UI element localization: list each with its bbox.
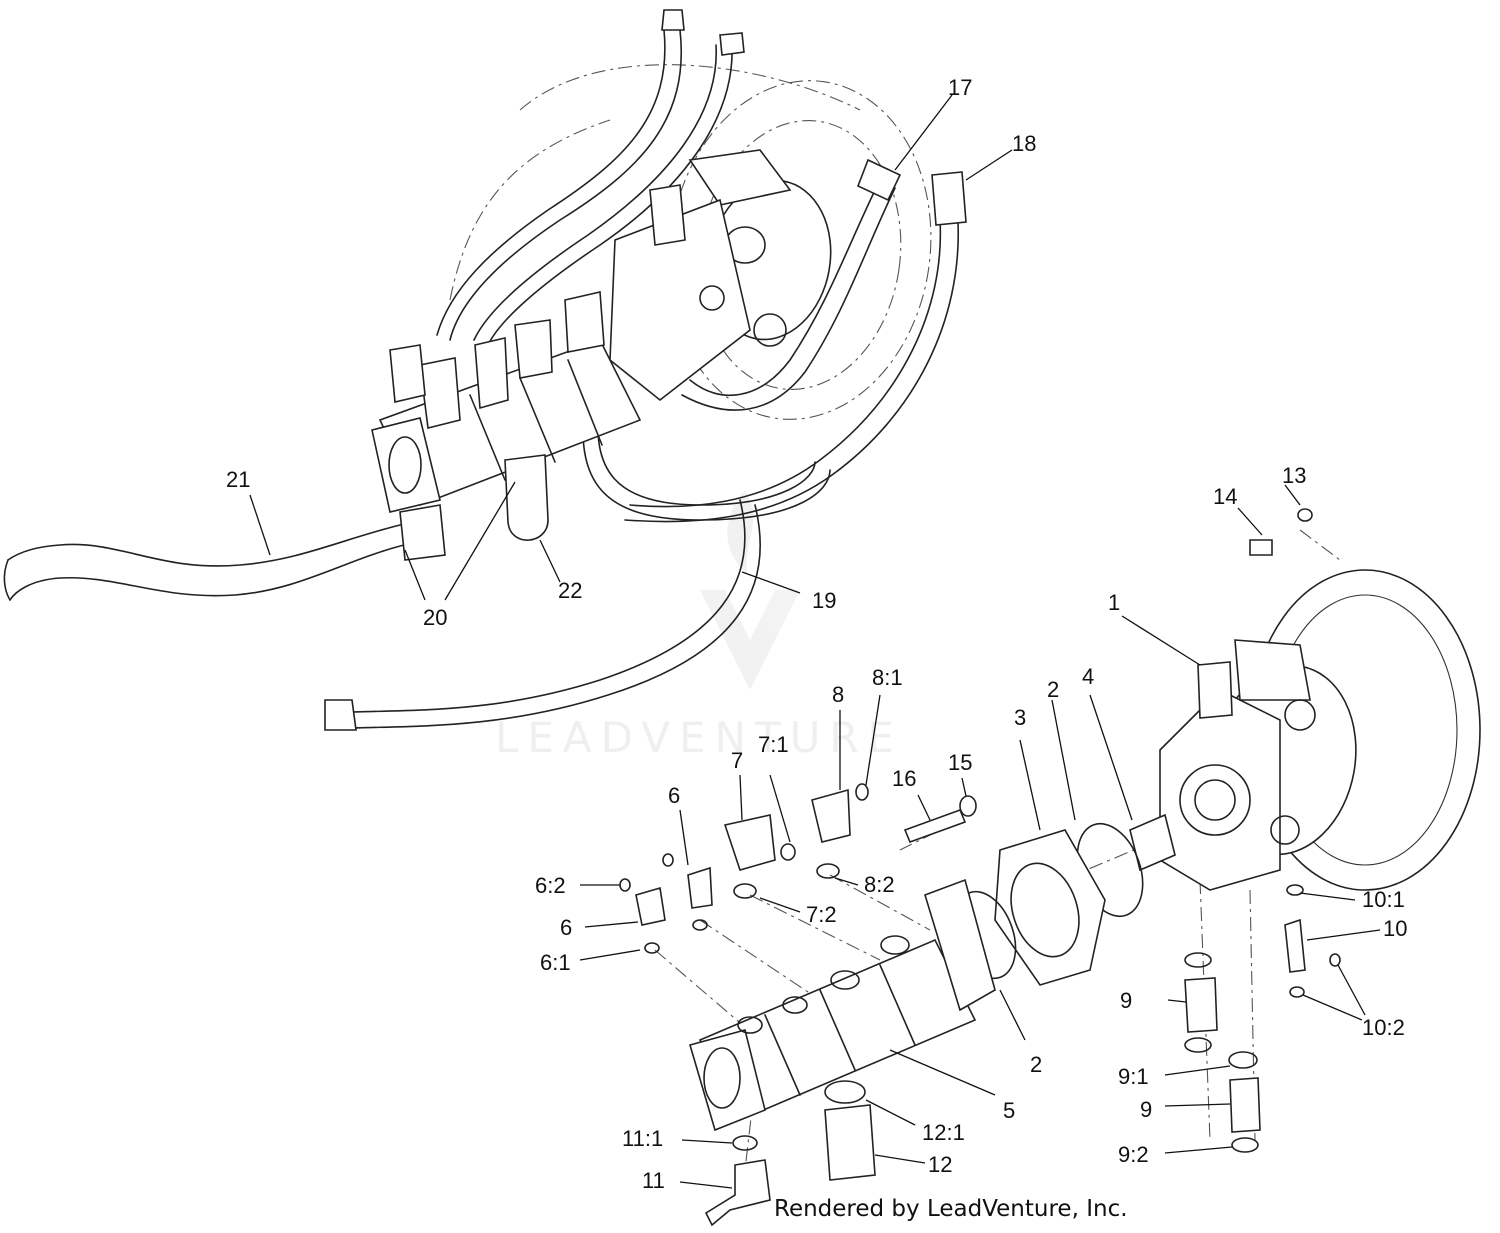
callout-1: 1 bbox=[1108, 590, 1120, 615]
callout-6-1: 6:1 bbox=[540, 950, 571, 975]
callout-10: 10 bbox=[1383, 916, 1407, 941]
callout-9-upper: 9 bbox=[1120, 988, 1132, 1013]
callout-9-2: 9:2 bbox=[1118, 1142, 1149, 1167]
callout-8-1: 8:1 bbox=[872, 665, 903, 690]
callout-9-1: 9:1 bbox=[1118, 1064, 1149, 1089]
callout-7-2: 7:2 bbox=[806, 902, 837, 927]
callout-6-2: 6:2 bbox=[535, 873, 566, 898]
callout-10-1: 10:1 bbox=[1362, 887, 1405, 912]
callout-8: 8 bbox=[832, 682, 844, 707]
callout-10-2: 10:2 bbox=[1362, 1015, 1405, 1040]
callout-14: 14 bbox=[1213, 484, 1237, 509]
lower-exploded-assembly bbox=[619, 508, 1481, 1227]
callout-13: 13 bbox=[1282, 463, 1306, 488]
callout-3: 3 bbox=[1014, 705, 1026, 730]
callout-12: 12 bbox=[928, 1152, 952, 1177]
callout-8-2: 8:2 bbox=[864, 872, 895, 897]
callout-9-lower: 9 bbox=[1140, 1097, 1152, 1122]
callout-15: 15 bbox=[948, 750, 972, 775]
callout-19: 19 bbox=[812, 588, 836, 613]
callout-12-1: 12:1 bbox=[922, 1120, 965, 1145]
callout-7: 7 bbox=[731, 748, 743, 773]
callout-2-lower: 2 bbox=[1030, 1052, 1042, 1077]
callout-labels: 1 2 2 3 4 5 6 6 6:1 6:2 7 7:1 7:2 8 8:1 … bbox=[226, 75, 1407, 1193]
callout-22: 22 bbox=[558, 578, 582, 603]
callout-11-1: 11:1 bbox=[622, 1126, 663, 1151]
leader-lines bbox=[249, 94, 1381, 1189]
callout-20: 20 bbox=[423, 605, 447, 630]
callout-6-lower: 6 bbox=[560, 915, 572, 940]
callout-21: 21 bbox=[226, 467, 250, 492]
callout-16: 16 bbox=[892, 766, 916, 791]
upper-assembly bbox=[3, 9, 967, 731]
callout-11: 11 bbox=[642, 1168, 665, 1193]
leadventure-watermark-logo: LEADVENTURE bbox=[495, 490, 903, 762]
callout-18: 18 bbox=[1012, 131, 1036, 156]
callout-7-1: 7:1 bbox=[758, 732, 789, 757]
callout-6-upper: 6 bbox=[668, 783, 680, 808]
watermark-text: LEADVENTURE bbox=[495, 713, 903, 762]
callout-4: 4 bbox=[1082, 664, 1094, 689]
callout-17: 17 bbox=[948, 75, 972, 100]
render-credit: Rendered by LeadVenture, Inc. bbox=[774, 1196, 1128, 1222]
callout-5: 5 bbox=[1003, 1098, 1015, 1123]
callout-2-upper: 2 bbox=[1047, 677, 1059, 702]
